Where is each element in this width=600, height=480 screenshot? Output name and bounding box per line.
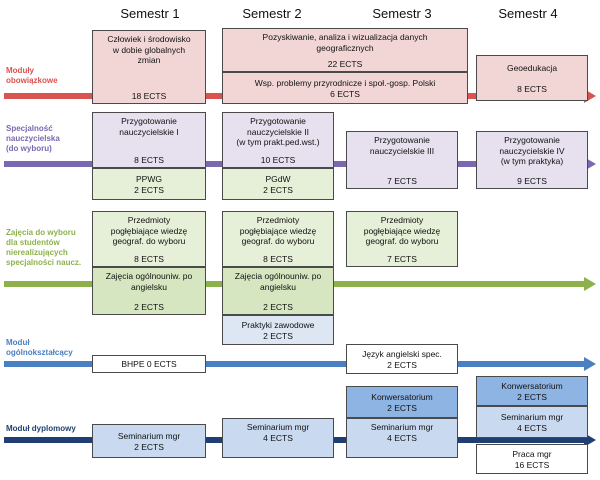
box-seminarium-mgr-3: Seminarium mgr 4 ECTS <box>346 418 458 458</box>
box-przygotowanie-nauczycielskie-2: Przygotowanie nauczycielskie II (w tym p… <box>222 112 334 168</box>
row-label-ogolno: Moduł ogólnokształcący <box>6 338 73 357</box>
box-pozyskiwanie-analiza: Pozyskiwanie, analiza i wizualizacja dan… <box>222 28 468 72</box>
box-przedmioty-poglebiajace-3: Przedmioty pogłębiające wiedzę geograf. … <box>346 211 458 267</box>
box-przedmioty-poglebiajace-1: Przedmioty pogłębiające wiedzę geograf. … <box>92 211 206 267</box>
box-title: Praca mgr <box>512 449 552 459</box>
box-ects: 2 ECTS <box>387 359 417 370</box>
box-ects: 4 ECTS <box>263 432 293 443</box>
row-label-obowiazkowe: Moduły obowiązkowe <box>6 66 58 85</box>
box-ects: 2 ECTS <box>263 301 293 312</box>
box-title: Przedmioty pogłębiające wiedzę geograf. … <box>363 215 441 246</box>
box-ects: 7 ECTS <box>387 175 417 186</box>
box-wsp-problemy: Wsp. problemy przyrodnicze i społ.-gosp.… <box>222 72 468 104</box>
box-title: Seminarium mgr <box>117 431 181 441</box>
box-ects: 7 ECTS <box>387 253 417 264</box>
box-przygotowanie-nauczycielskie-3: Przygotowanie nauczycielskie III 7 ECTS <box>346 131 458 189</box>
semester-1-header: Semestr 1 <box>120 6 180 21</box>
box-zajecia-ogolnouniw-1: Zajęcia ogólnouniw. po angielsku 2 ECTS <box>92 267 206 315</box>
semester-3-header: Semestr 3 <box>372 6 432 21</box>
box-geoedukacja: Geoedukacja 8 ECTS <box>476 55 588 101</box>
box-title: Człowiek i środowisko w dobie globalnych… <box>107 34 191 65</box>
box-przygotowanie-nauczycielskie-4: Przygotowanie nauczycielskie IV (w tym p… <box>476 131 588 189</box>
box-ects: 2 ECTS <box>517 391 547 402</box>
box-ects: 8 ECTS <box>134 154 164 165</box>
box-title: PGdW <box>265 174 291 184</box>
semester-4-header: Semestr 4 <box>498 6 558 21</box>
box-title: Przygotowanie nauczycielskie III <box>369 135 435 156</box>
box-seminarium-mgr-1: Seminarium mgr 2 ECTS <box>92 424 206 458</box>
box-konwersatorium-4: Konwersatorium 2 ECTS <box>476 376 588 406</box>
box-title: Seminarium mgr <box>500 412 564 422</box>
box-title: Pozyskiwanie, analiza i wizualizacja dan… <box>262 32 428 53</box>
box-title: Język angielski spec. <box>362 349 442 359</box>
box-title: PPWG <box>136 174 162 184</box>
box-title: Przedmioty pogłębiające wiedzę geograf. … <box>110 215 188 246</box>
box-ects: 8 ECTS <box>263 253 293 264</box>
row-label-zajecia: Zajęcia do wyboru dla studentów niereali… <box>6 228 82 267</box>
box-ects: 2 ECTS <box>134 301 164 312</box>
box-pgdw: PGdW 2 ECTS <box>222 168 334 200</box>
box-title: Wsp. problemy przyrodnicze i społ.-gosp.… <box>254 78 436 88</box>
row-label-specjalnosc: Specjalność nauczycielska (do wyboru) <box>6 124 60 153</box>
box-ects: 2 ECTS <box>263 330 293 341</box>
box-ects: 9 ECTS <box>517 175 547 186</box>
box-przygotowanie-nauczycielskie-1: Przygotowanie nauczycielskie I 8 ECTS <box>92 112 206 168</box>
box-title: Geoedukacja <box>506 63 558 73</box>
box-title: Przedmioty pogłębiające wiedzę geograf. … <box>239 215 317 246</box>
box-title: Zajęcia ogólnouniw. po angielsku <box>234 271 322 292</box>
box-ects: 22 ECTS <box>327 58 363 69</box>
box-ects: 2 ECTS <box>134 441 164 452</box>
box-title: BHPE 0 ECTS <box>121 359 177 370</box>
box-ects: 2 ECTS <box>263 184 293 195</box>
box-ects: 4 ECTS <box>517 422 547 433</box>
box-ects: 2 ECTS <box>134 184 164 195</box>
box-title: Przygotowanie nauczycielskie IV (w tym p… <box>499 135 565 166</box>
box-ects: 2 ECTS <box>387 402 417 413</box>
box-ppwg: PPWG 2 ECTS <box>92 168 206 200</box>
box-title: Praktyki zawodowe <box>241 320 315 330</box>
box-czlowiek-i-srodowisko: Człowiek i środowisko w dobie globalnych… <box>92 30 206 104</box>
box-title: Konwersatorium <box>371 392 433 402</box>
box-ects: 16 ECTS <box>514 459 550 470</box>
box-bhpe: BHPE 0 ECTS <box>92 355 206 373</box>
box-przedmioty-poglebiajace-2: Przedmioty pogłębiające wiedzę geograf. … <box>222 211 334 267</box>
box-konwersatorium-3: Konwersatorium 2 ECTS <box>346 386 458 418</box>
box-praktyki-zawodowe: Praktyki zawodowe 2 ECTS <box>222 315 334 345</box>
box-title: Zajęcia ogólnouniw. po angielsku <box>105 271 193 292</box>
box-ects: 10 ECTS <box>260 154 296 165</box>
box-ects: 8 ECTS <box>517 83 547 94</box>
box-ects: 18 ECTS <box>131 90 167 101</box>
row-label-dyplomowy: Moduł dyplomowy <box>6 424 76 433</box>
box-ects: 4 ECTS <box>387 432 417 443</box>
box-seminarium-mgr-2: Seminarium mgr 4 ECTS <box>222 418 334 458</box>
box-ects: 6 ECTS <box>330 88 360 99</box>
box-title: Seminarium mgr <box>370 422 434 432</box>
box-title: Przygotowanie nauczycielskie II (w tym p… <box>236 116 320 147</box>
semester-2-header: Semestr 2 <box>242 6 302 21</box>
box-praca-mgr: Praca mgr 16 ECTS <box>476 444 588 474</box>
box-title: Przygotowanie nauczycielskie I <box>119 116 179 137</box>
box-title: Seminarium mgr <box>246 422 310 432</box>
arrow-ogolno <box>4 357 596 371</box>
box-zajecia-ogolnouniw-2: Zajęcia ogólnouniw. po angielsku 2 ECTS <box>222 267 334 315</box>
box-ects: 8 ECTS <box>134 253 164 264</box>
box-jezyk-angielski-spec: Język angielski spec. 2 ECTS <box>346 344 458 374</box>
box-seminarium-mgr-4: Seminarium mgr 4 ECTS <box>476 406 588 438</box>
box-title: Konwersatorium <box>501 381 563 391</box>
